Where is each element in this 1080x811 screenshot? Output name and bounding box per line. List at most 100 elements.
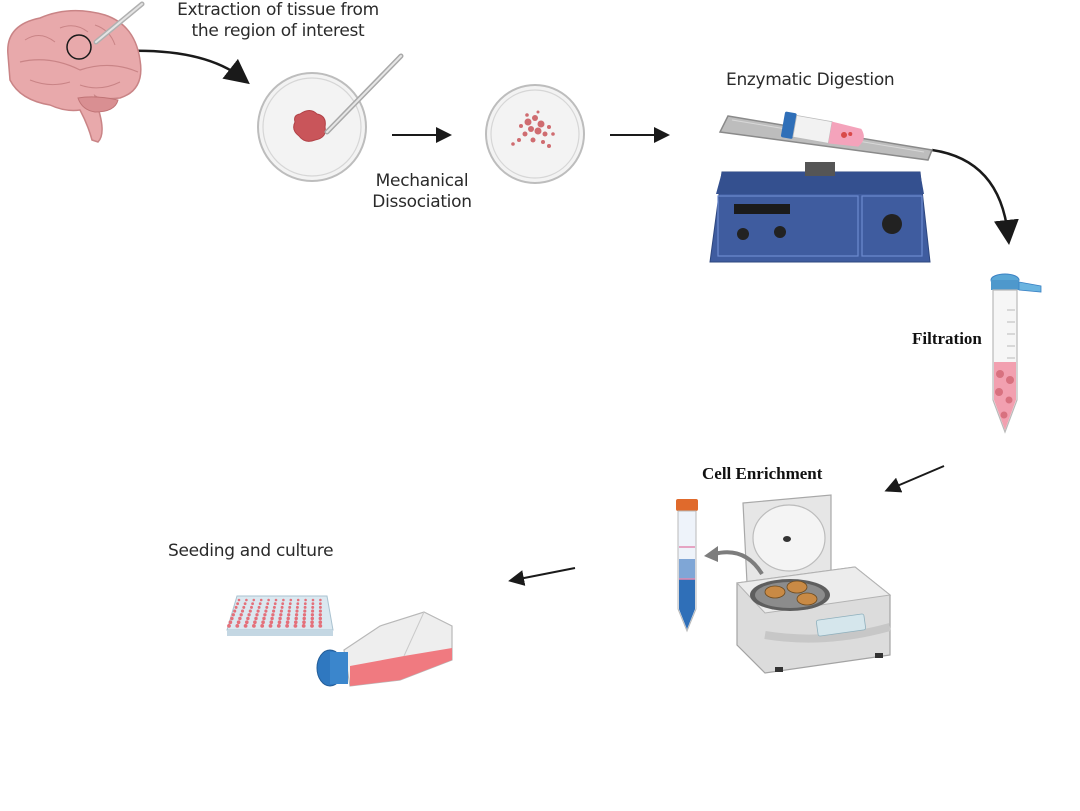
arrow-shaker-to-tube: [931, 148, 1019, 245]
well: [271, 613, 275, 617]
transfer-arrow: [704, 546, 764, 576]
well: [318, 620, 323, 625]
culture-flask-icon: [316, 611, 453, 687]
well: [282, 598, 285, 602]
well: [242, 605, 246, 609]
conical-tube-icon: [990, 273, 1042, 434]
well: [310, 613, 315, 617]
extraction-label-line1: Extraction of tissue from: [177, 0, 379, 20]
well: [264, 609, 268, 613]
well: [238, 616, 242, 621]
enriched-tube-icon: [676, 499, 698, 633]
well: [285, 624, 289, 628]
brain-icon: [7, 1, 145, 143]
well: [248, 609, 252, 613]
well: [244, 620, 249, 625]
filtration-label: Filtration: [912, 329, 982, 348]
well: [258, 602, 262, 606]
well: [303, 602, 307, 606]
well: [311, 602, 315, 606]
enzymatic-digestion-label: Enzymatic Digestion: [726, 70, 895, 90]
well: [265, 605, 269, 609]
mechanical-label-line2: Dissociation: [372, 192, 472, 212]
centrifuge-icon: [735, 494, 892, 674]
extraction-label: Extraction of tissue from the region of …: [168, 0, 388, 42]
well: [254, 616, 258, 621]
well: [318, 616, 323, 621]
well: [302, 616, 306, 621]
seeding-label: Seeding and culture: [168, 541, 334, 561]
well: [268, 624, 273, 628]
well: [243, 602, 247, 606]
well: [272, 605, 276, 609]
mechanical-dissociation-label: Mechanical Dissociation: [360, 171, 484, 213]
well: [310, 624, 314, 628]
well: [257, 605, 261, 609]
well: [235, 624, 240, 628]
well: [270, 616, 274, 621]
well: [295, 605, 299, 609]
display-panel: [734, 204, 790, 214]
well: [247, 613, 251, 617]
well: [285, 620, 290, 625]
well: [252, 598, 256, 602]
well: [296, 602, 300, 606]
well-plate-icon: [226, 595, 334, 636]
rocker-shaker-icon: [709, 111, 934, 263]
well: [301, 624, 306, 628]
well: [267, 598, 270, 602]
well: [311, 605, 315, 609]
well: [318, 613, 322, 617]
well: [294, 616, 298, 621]
well: [236, 602, 239, 606]
well: [310, 620, 314, 625]
well: [237, 598, 241, 602]
well: [310, 616, 315, 621]
well: [262, 616, 266, 621]
region-of-interest-circle: [66, 34, 92, 60]
extraction-label-line2: the region of interest: [191, 21, 365, 41]
arrow-centrifuge-to-culture: [508, 567, 576, 586]
well: [240, 609, 245, 613]
mechanical-label-line1: Mechanical: [375, 171, 469, 191]
well: [277, 620, 282, 625]
well: [266, 602, 270, 606]
well: [261, 620, 265, 625]
well: [318, 624, 323, 628]
well: [296, 598, 300, 602]
centrifuge-control-panel: [815, 613, 867, 637]
well: [302, 620, 306, 625]
well: [263, 613, 267, 617]
well: [255, 613, 259, 617]
well: [302, 613, 307, 617]
well: [293, 620, 298, 625]
well: [293, 624, 298, 628]
well: [279, 609, 283, 613]
well: [280, 605, 284, 609]
well: [319, 602, 322, 606]
well: [245, 598, 248, 602]
well: [259, 598, 263, 602]
well: [250, 605, 253, 609]
well: [230, 616, 234, 621]
well: [233, 609, 237, 613]
arrow-tube-to-centrifuge: [884, 465, 945, 493]
well: [274, 598, 278, 602]
well: [273, 602, 277, 606]
well: [281, 602, 285, 606]
cell-cluster: [511, 110, 555, 148]
well: [231, 613, 235, 617]
well: [246, 616, 250, 621]
well: [295, 609, 299, 613]
tube-on-shaker: [781, 111, 864, 147]
well: [319, 598, 322, 602]
well: [227, 624, 231, 628]
well: [278, 616, 282, 621]
well: [311, 598, 315, 602]
well: [311, 609, 315, 613]
knob-2: [774, 226, 786, 238]
well: [253, 620, 257, 625]
well: [251, 602, 254, 606]
well: [228, 620, 233, 625]
